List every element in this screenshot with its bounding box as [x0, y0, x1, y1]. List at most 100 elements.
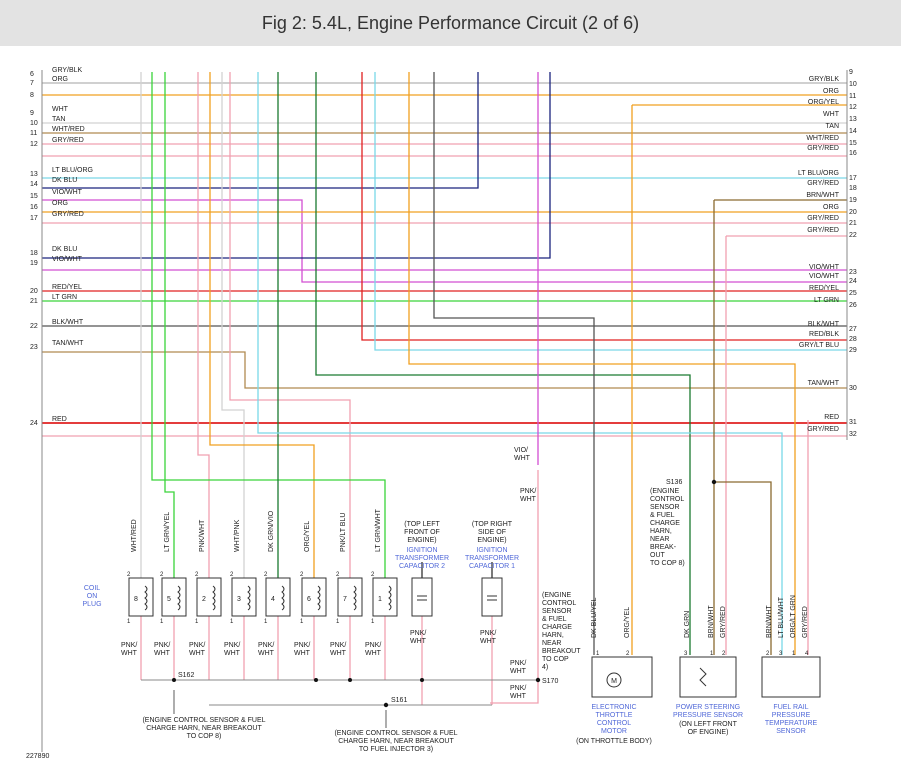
right-pin-number: 27 — [849, 326, 857, 333]
coil-feed-wire — [209, 72, 315, 578]
wire-vio-wht-2 — [42, 199, 847, 283]
pnk-wht-label: PNK/ — [330, 642, 346, 649]
right-pin-number: 26 — [849, 302, 857, 309]
pin-number: 2 — [626, 651, 630, 657]
splice-s170-note: CHARGE — [542, 624, 572, 631]
etc-name: THROTTLE — [596, 712, 633, 719]
right-wire-label: BRN/WHT — [806, 192, 839, 199]
pin-number: 1 — [195, 619, 199, 625]
frp-wire-label: LT BLU/WHT — [778, 596, 785, 638]
pnk-wht-label: PNK/ — [258, 642, 274, 649]
pin-number: 2 — [230, 572, 234, 578]
left-wire-label: LT GRN — [52, 294, 77, 301]
ps-location: (ON LEFT FRONT — [679, 721, 738, 728]
right-pin-number: 10 — [849, 81, 857, 88]
splice-s161-note: CHARGE HARN, NEAR BREAKOUT — [338, 738, 454, 745]
pin-number: 1 — [336, 619, 340, 625]
left-wire-label: BLK/WHT — [52, 319, 84, 326]
coil-number: 8 — [134, 596, 138, 603]
right-wire-label: GRY/RED — [807, 215, 839, 222]
right-pin-number: 17 — [849, 175, 857, 182]
coil-winding-icon — [388, 585, 392, 611]
right-pin-number: 29 — [849, 347, 857, 354]
splice-s136: S136 — [666, 479, 682, 486]
right-wire-label: LT GRN — [814, 297, 839, 304]
left-wire-label: RED/YEL — [52, 284, 82, 291]
frp-sensor-box — [761, 656, 821, 698]
coil-on-plug — [372, 577, 398, 617]
left-pin-number: 12 — [30, 141, 38, 148]
capacitor-name: CAPACITOR 2 — [399, 563, 445, 570]
right-pin-number: 21 — [849, 220, 857, 227]
splice-dot — [420, 678, 424, 682]
wire-tan-wht — [42, 351, 847, 389]
pnk-wht-label: WHT — [224, 650, 241, 657]
left-wire-label: TAN/WHT — [52, 340, 84, 347]
pnk-wht-label: WHT — [480, 638, 497, 645]
right-wire-label: WHT — [823, 111, 840, 118]
potentiometer-icon — [699, 667, 707, 687]
right-wire-label: BLK/WHT — [808, 321, 840, 328]
left-wire-label: VIO/WHT — [52, 256, 83, 263]
coil-winding-icon — [212, 585, 216, 611]
pin-number: 2 — [722, 651, 726, 657]
right-pin-number: 18 — [849, 185, 857, 192]
coil-on-plug — [265, 577, 291, 617]
pnk-wht-label: WHT — [365, 650, 382, 657]
pin-number: 1 — [127, 619, 131, 625]
coil-feed-wire — [315, 72, 691, 655]
motor-symbol: M — [611, 678, 617, 685]
left-wire-label: ORG — [52, 76, 68, 83]
wire-pnk-wht-s170 — [490, 470, 539, 704]
right-wire-label: RED/YEL — [809, 285, 839, 292]
splice-dot — [348, 678, 352, 682]
capacitor-location: ENGINE) — [477, 537, 506, 544]
coil-on-plug — [231, 577, 257, 617]
coil-winding-icon — [144, 585, 148, 611]
splice-s161: S161 — [391, 697, 407, 704]
right-pin-number: 28 — [849, 336, 857, 343]
coil-wire-label: WHT/RED — [131, 519, 138, 552]
etc-wire-label: ORG/YEL — [624, 607, 631, 638]
frp-name: FUEL RAIL — [773, 704, 808, 711]
splice-s170-note: TO COP — [542, 656, 569, 663]
frp-wire-label: GRY/RED — [802, 606, 809, 638]
pnk-wht-label: PNK/ — [224, 642, 240, 649]
capacitor-location: SIDE OF — [478, 529, 506, 536]
splice-dot — [172, 678, 176, 682]
right-pin-number: 12 — [849, 104, 857, 111]
pin-number: 3 — [779, 651, 783, 657]
left-pin-number: 19 — [30, 260, 38, 267]
left-wire-label: DK BLU — [52, 177, 77, 184]
splice-s136-note: & FUEL — [650, 512, 675, 519]
left-pin-number: 10 — [30, 120, 38, 127]
right-pin-number: 31 — [849, 419, 857, 426]
pin-number: 1 — [264, 619, 268, 625]
pin-number: 2 — [371, 572, 375, 578]
left-wire-label: GRY/RED — [52, 137, 84, 144]
left-wire-label: LT BLU/ORG — [52, 167, 93, 174]
pnk-wht-label: WHT — [189, 650, 206, 657]
pnk-wht-label: PNK/ — [121, 642, 137, 649]
pin-number: 1 — [160, 619, 164, 625]
coil-on-plug-label: ON — [87, 593, 98, 600]
pnk-wht-label: WHT — [510, 668, 527, 675]
pnk-wht-label: PNK/ — [520, 488, 536, 495]
pin-number: 4 — [805, 651, 809, 657]
coil-winding-icon — [353, 585, 357, 611]
left-pin-number: 18 — [30, 250, 38, 257]
coil-wire-label: PNK/LT BLU — [340, 513, 347, 552]
coil-winding-icon — [177, 585, 181, 611]
ps-sensor-box — [679, 656, 737, 698]
splice-dot-s161 — [383, 702, 389, 708]
pnk-wht-label: WHT — [154, 650, 171, 657]
left-pin-number: 14 — [30, 181, 38, 188]
capacitor-name: TRANSFORMER — [395, 555, 449, 562]
coil-number: 4 — [271, 596, 275, 603]
right-pin-number: 9 — [849, 69, 853, 76]
frp-wire-label: BRN/WHT — [766, 605, 773, 638]
ps-wire-label: DK GRN — [684, 611, 691, 638]
splice-s136-note: HARN, — [650, 528, 672, 535]
wire-lt-blu-wht — [257, 72, 783, 655]
